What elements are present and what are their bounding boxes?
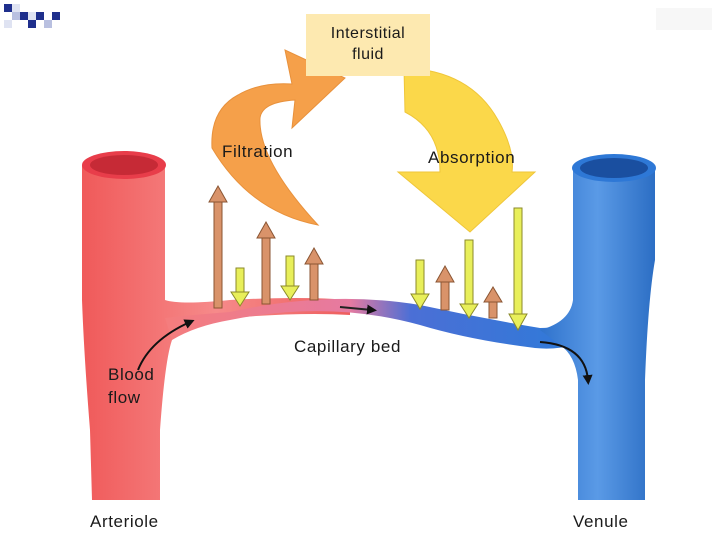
outflow-arrow [304,246,324,301]
absorption-label: Absorption [428,148,516,167]
venule-label: Venule [573,512,629,531]
corner-watermark [656,8,712,30]
venule-flow-arrow [539,341,593,385]
outflow-arrow [435,264,455,311]
blood-flow-arrow [137,319,195,371]
outflow-arrow [208,184,228,309]
arteriole-vessel [82,165,350,500]
interstitial-fluid-label: Interstitial fluid [330,25,406,63]
outflow-arrow [483,286,503,319]
capillary-bed-label: Capillary bed [294,337,402,356]
inflow-arrow [508,207,528,332]
inflow-arrow [280,255,300,301]
inflow-arrow [230,267,250,307]
blue-white-checker-squares-icon [4,4,60,28]
inflow-arrows [230,207,528,332]
capillary-vessel [165,298,575,349]
inflow-arrow [459,239,479,319]
venule-vessel [540,165,655,500]
filtration-arrow [211,49,346,226]
arteriole-label: Arteriole [90,512,159,531]
blood-flow-label: Blood flow [108,365,155,407]
inflow-arrow [410,259,430,310]
filtration-label: Filtration [222,142,294,161]
outflow-arrow [256,220,276,305]
absorption-arrow [396,67,537,233]
interstitial-fluid-box: Interstitial fluid [306,14,430,76]
capillary-flow-arrow [339,304,377,315]
outflow-arrows [208,184,503,319]
